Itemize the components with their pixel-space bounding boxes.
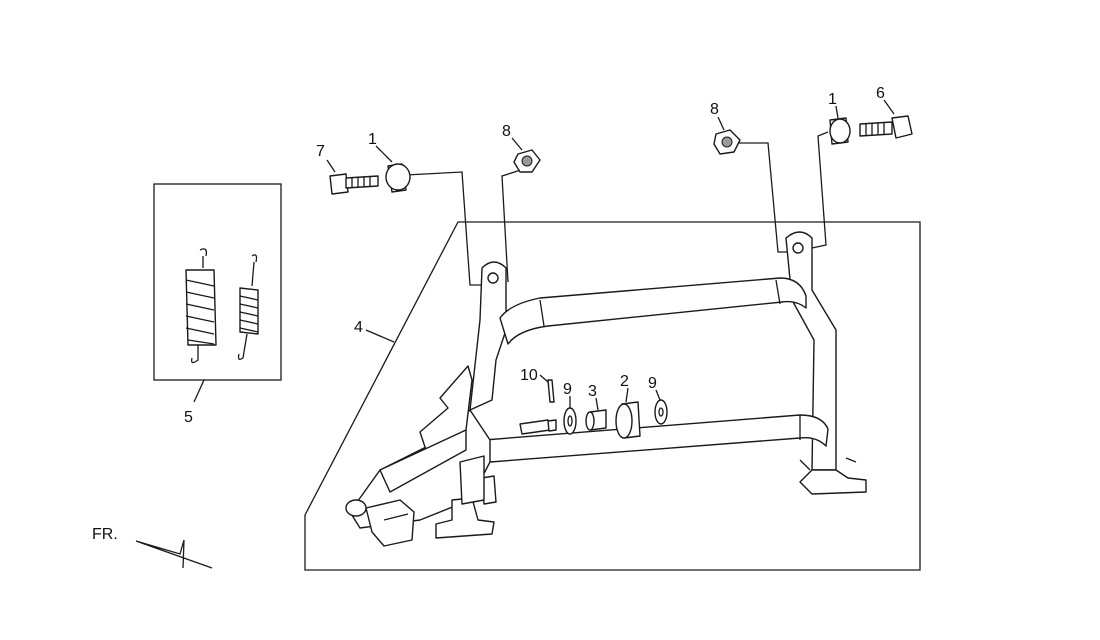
label-part-4: 4	[354, 319, 363, 336]
label-part-10: 10	[520, 367, 538, 384]
label-part-3: 3	[588, 383, 597, 400]
front-direction-indicator: FR.	[92, 526, 213, 569]
nut-right	[713, 129, 741, 155]
label-part-2: 2	[620, 373, 629, 390]
main-stand	[345, 231, 867, 547]
label-part-9-right: 9	[648, 375, 657, 392]
spacer	[615, 401, 641, 439]
label-part-6: 6	[876, 85, 885, 102]
washer-left	[563, 407, 577, 435]
label-part-1-left: 1	[368, 131, 377, 148]
pivot-shaft	[519, 419, 557, 435]
stand-assembly-box	[304, 221, 921, 571]
collar-right	[829, 117, 851, 145]
bushing	[585, 409, 607, 431]
label-leaders	[193, 99, 895, 411]
collar-left	[385, 163, 411, 193]
spring-inset-box	[153, 183, 282, 381]
nut-left	[513, 149, 541, 173]
bolt-right	[859, 115, 913, 139]
label-part-8-right: 8	[710, 101, 719, 118]
front-direction-label: FR.	[92, 526, 118, 543]
label-part-9-left: 9	[563, 381, 572, 398]
label-part-5: 5	[184, 409, 193, 426]
leader-lines	[405, 131, 829, 286]
cotter-pin	[547, 379, 555, 403]
label-part-8-left: 8	[502, 123, 511, 140]
washer-right	[654, 399, 668, 425]
bolt-left	[329, 173, 379, 195]
label-part-7: 7	[316, 143, 325, 160]
label-part-1-right: 1	[828, 91, 837, 108]
spring-large	[185, 248, 217, 364]
front-arrow-icon	[135, 539, 213, 569]
spring-small	[237, 254, 259, 360]
